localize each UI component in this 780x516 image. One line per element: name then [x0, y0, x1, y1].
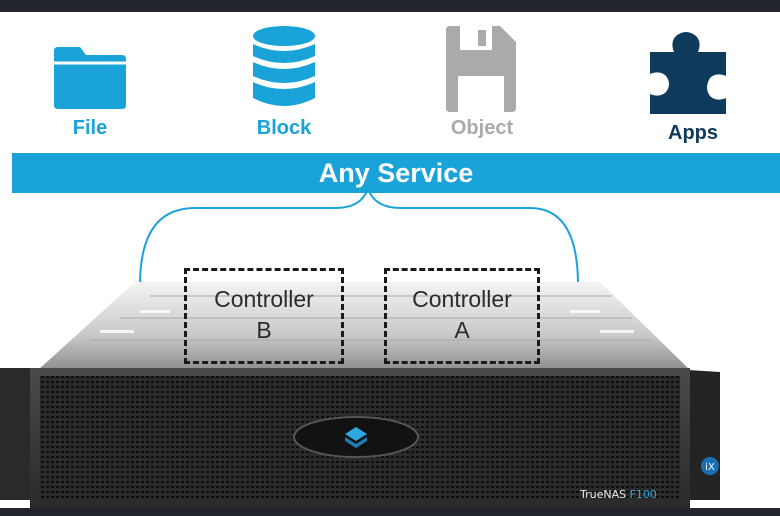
- controller-b-box: [184, 268, 344, 364]
- model-name: F100: [629, 488, 657, 501]
- top-frame-bar: [0, 0, 780, 12]
- floppy-disk-icon: [446, 26, 516, 112]
- controller-b-name: Controller: [214, 286, 314, 312]
- controller-b-id: B: [256, 317, 272, 344]
- controller-a-label: Controller A: [384, 284, 540, 346]
- controller-a-box: [384, 268, 540, 364]
- ix-badge-text: iX: [705, 462, 715, 473]
- service-label-apps: Apps: [668, 122, 718, 144]
- controller-a-id: A: [454, 317, 470, 344]
- truenas-model-label: TrueNAS F100: [580, 488, 657, 501]
- service-label-file: File: [72, 117, 108, 139]
- puzzle-piece-icon: [650, 32, 726, 114]
- service-label-object: Object: [450, 117, 514, 139]
- service-label-block: Block: [256, 117, 312, 139]
- controller-b-label: Controller B: [184, 284, 344, 346]
- folder-icon: [54, 47, 126, 109]
- controller-a-name: Controller: [412, 286, 512, 312]
- brand-name: TrueNAS: [580, 488, 627, 501]
- database-icon: [253, 26, 315, 106]
- any-service-banner: Any Service: [12, 153, 780, 193]
- bottom-frame-bar: [0, 508, 780, 516]
